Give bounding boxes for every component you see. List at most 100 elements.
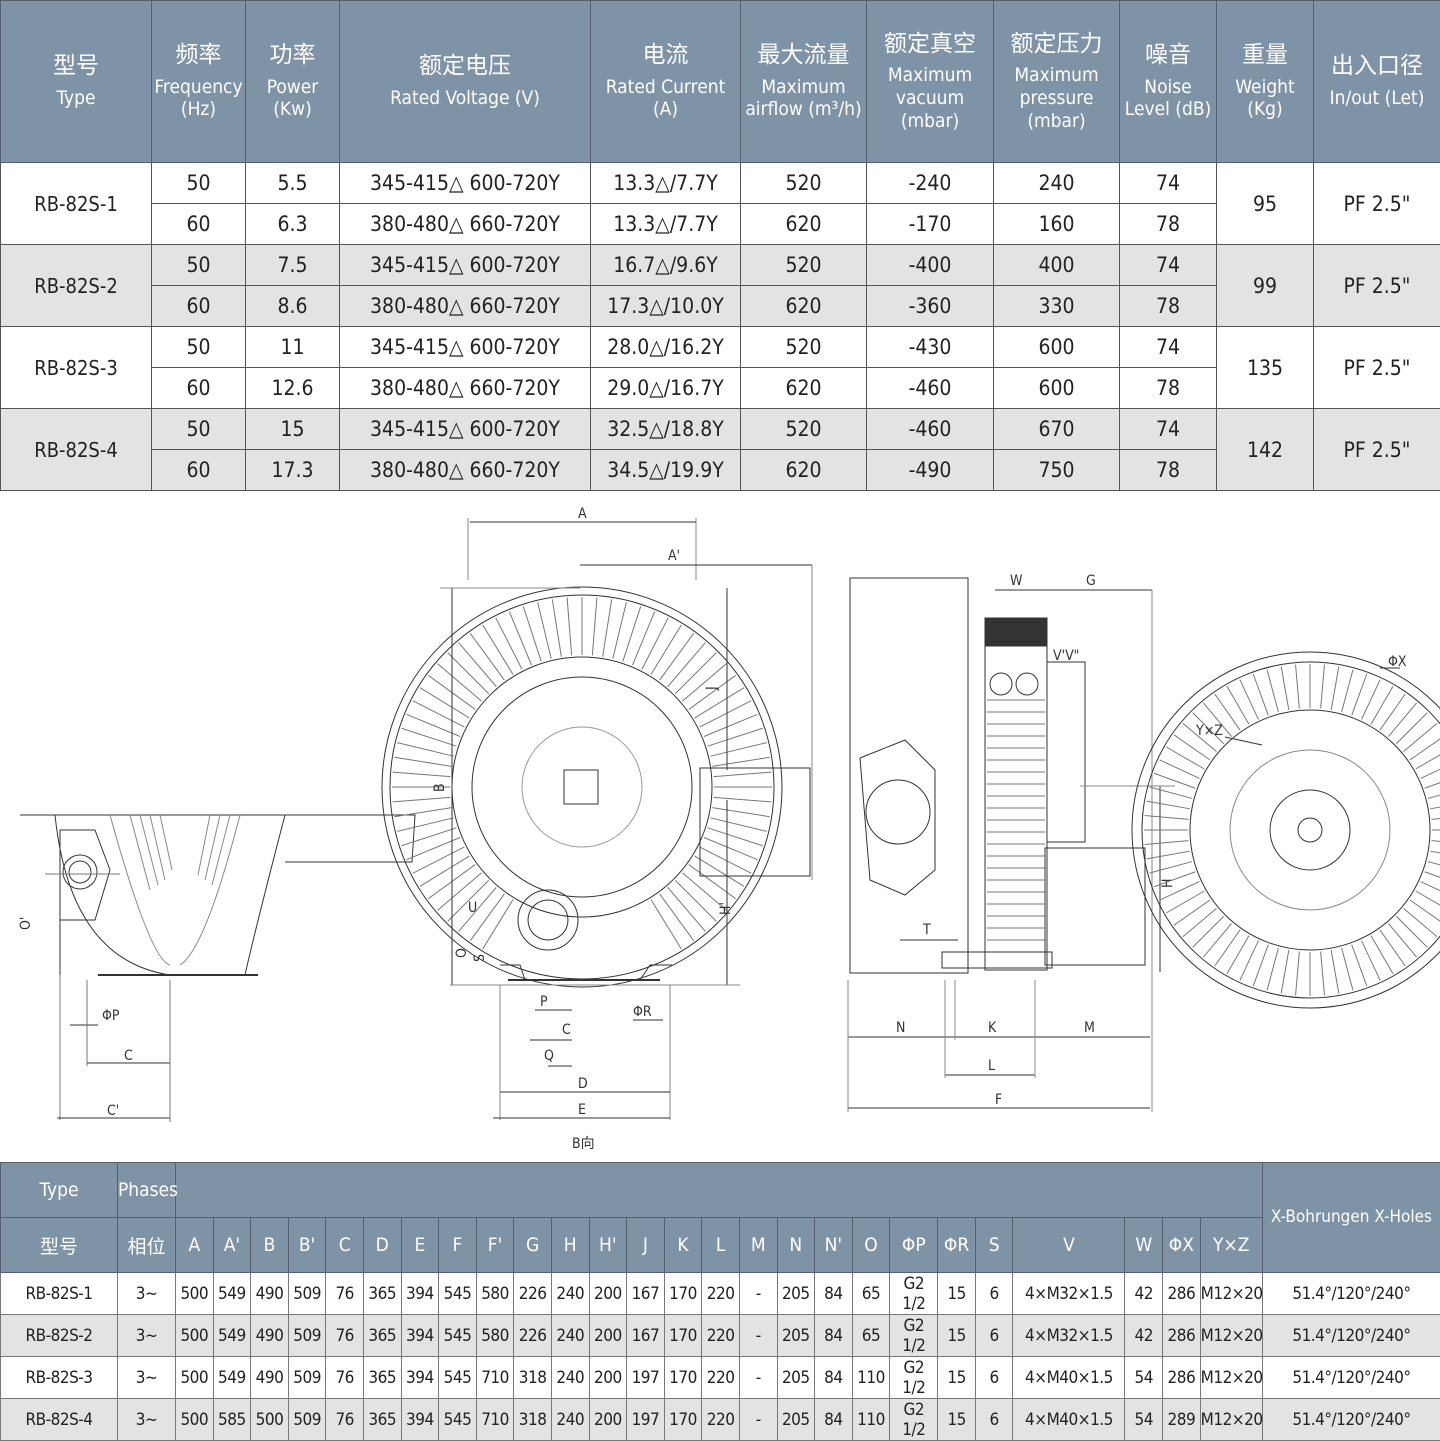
fin-line: [1396, 713, 1427, 744]
dim-value-cell: 394: [401, 1273, 439, 1315]
dim-value-cell: G2 1/2: [890, 1357, 938, 1399]
pressure-cell: 750: [994, 450, 1120, 491]
dim-value-cell: 365: [363, 1315, 401, 1357]
fin-line: [393, 772, 451, 777]
fin-line: [642, 618, 668, 670]
dim-column-header: F': [476, 1218, 514, 1273]
noise-cell: 74: [1120, 409, 1217, 450]
dim-column-header: A: [176, 1218, 214, 1273]
fin-line: [623, 606, 641, 661]
power-cell: 17.3: [246, 450, 340, 491]
dim-value-cell: 84: [815, 1357, 853, 1399]
dim-value-cell: 220: [702, 1399, 740, 1441]
label-b: B: [432, 783, 448, 792]
fin-line: [413, 701, 465, 727]
fin-line: [603, 599, 612, 656]
fin-line: [401, 728, 456, 746]
fin-line: [1281, 950, 1289, 993]
fin-line: [689, 865, 736, 899]
dim-value-cell: 220: [702, 1273, 740, 1315]
type-cell: RB-82S-1: [1, 1273, 118, 1315]
fin-line: [633, 611, 655, 665]
dim-column-header: L: [702, 1218, 740, 1273]
fin-line: [714, 772, 772, 777]
phases-cell: 3~: [118, 1399, 176, 1441]
fin-line: [1428, 862, 1440, 873]
dim-value-cell: 490: [251, 1357, 289, 1399]
dim-value-cell: 286: [1163, 1315, 1201, 1357]
fin-line: [1296, 665, 1300, 709]
dim-column-header: S: [975, 1218, 1013, 1273]
fin-line: [397, 818, 453, 832]
label-p: P: [540, 994, 548, 1010]
current-cell: 29.0△/16.7Y: [591, 368, 741, 409]
pressure-cell: 600: [994, 368, 1120, 409]
fin-line: [1253, 945, 1268, 986]
inout-cell: PF 2.5": [1314, 409, 1440, 491]
dim-value-cell: 170: [664, 1357, 702, 1399]
fin-line: [393, 797, 451, 802]
dim-column-header: A': [213, 1218, 251, 1273]
fin-line: [712, 757, 769, 766]
fin-line: [552, 599, 561, 656]
fin-line: [1352, 674, 1367, 715]
dim-value-cell: 500: [176, 1273, 214, 1315]
holes-cell: 51.4°/120°/240°: [1262, 1273, 1440, 1315]
fin-line: [613, 602, 627, 658]
dim-value-cell: 205: [777, 1357, 815, 1399]
dim-value-cell: 200: [589, 1273, 627, 1315]
dim-value-cell: 240: [551, 1357, 589, 1399]
dim-value-cell: -: [739, 1315, 777, 1357]
fin-line: [394, 757, 451, 766]
label-h-prime: H': [718, 902, 734, 915]
dim-column-header: V: [1013, 1218, 1125, 1273]
dim-column-header: H: [551, 1218, 589, 1273]
dim-value-cell: 500: [251, 1399, 289, 1441]
dim-value-cell: 500: [176, 1399, 214, 1441]
noise-cell: 78: [1120, 368, 1217, 409]
dim-value-cell: 110: [852, 1357, 890, 1399]
dimension-drawings: O' ΦP C C' A A' B: [0, 497, 1440, 1162]
dim-value-cell: 710: [476, 1399, 514, 1441]
dim-value-cell: 200: [589, 1357, 627, 1399]
dim-value-cell: -: [739, 1273, 777, 1315]
pressure-cell: 670: [994, 409, 1120, 450]
freq-cell: 50: [152, 409, 246, 450]
dim-column-header: B': [288, 1218, 326, 1273]
dim-column-header: J: [627, 1218, 665, 1273]
fin-line: [1421, 760, 1440, 779]
fin-line: [459, 643, 497, 687]
current-cell: 32.5△/18.8Y: [591, 409, 741, 450]
weight-cell: 142: [1217, 409, 1314, 491]
fin-line: [1147, 851, 1190, 859]
fin-line: [397, 743, 453, 757]
airflow-cell: 620: [741, 450, 867, 491]
dims-header-row-1: Type Phases X-Bohrungen X-Holes: [1, 1163, 1440, 1218]
dim-column-header: H': [589, 1218, 627, 1273]
dim-column-header: B: [251, 1218, 289, 1273]
current-cell: 16.7△/9.6Y: [591, 245, 741, 286]
type-cell: RB-82S-3: [1, 1357, 118, 1399]
dim-value-cell: 394: [401, 1357, 439, 1399]
fin-line: [1183, 908, 1217, 936]
fin-line: [660, 633, 694, 680]
fin-line: [483, 900, 513, 949]
holes-cell: 51.4°/120°/240°: [1262, 1315, 1440, 1357]
fin-line: [1253, 674, 1268, 715]
fin-line: [1403, 723, 1437, 751]
dim-value-cell: 240: [551, 1273, 589, 1315]
dim-value-cell: 509: [288, 1399, 326, 1441]
dim-column-header: O: [852, 1218, 890, 1273]
fin-line: [401, 828, 456, 846]
model-cell: RB-82S-3: [1, 327, 152, 409]
dim-column-header: C: [326, 1218, 364, 1273]
label-phi-r: ΦR: [633, 1004, 652, 1020]
dim-value-cell: -: [739, 1357, 777, 1399]
